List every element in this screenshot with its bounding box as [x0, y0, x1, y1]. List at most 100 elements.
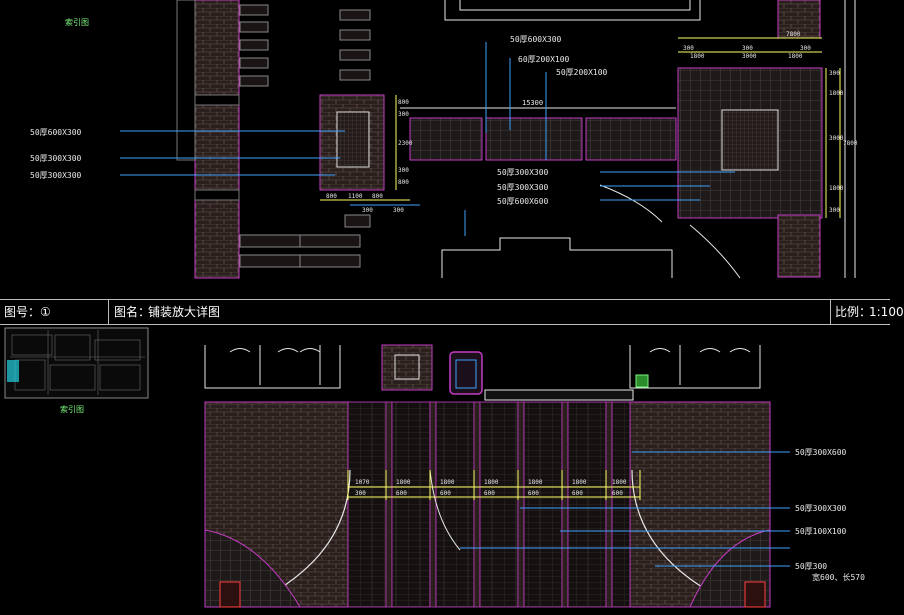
dim-bot-800-a: 800 [326, 193, 337, 200]
index-map-detail [10, 330, 145, 395]
dim-r1-0: 1070 [355, 479, 370, 486]
step-bars [239, 4, 371, 268]
door-arcs-right [649, 348, 751, 353]
dim-top-300-b: 300 [742, 45, 753, 52]
callout-mid-3: 50厚600X600 [497, 197, 549, 206]
dim-top-300-a: 300 [683, 45, 694, 52]
dim-leftv-800-a: 800 [398, 99, 409, 106]
callout-left-2: 50厚300X300 [30, 154, 82, 163]
right-plaza-column [777, 214, 821, 278]
top-leaders [120, 42, 735, 236]
dim-ticks-bottom [347, 470, 641, 500]
dim-r2-0: 300 [355, 490, 366, 497]
walkway-c [585, 117, 677, 161]
walkway-b [485, 117, 583, 161]
title-bar-divider-1 [108, 300, 109, 324]
title-bar-divider-2 [830, 300, 831, 324]
bottom-building-outline [441, 237, 673, 278]
magenta-unit-inner [455, 359, 477, 389]
door-arcs-left [229, 348, 321, 353]
walkway-a [409, 117, 483, 161]
dim-r2-4: 600 [528, 490, 539, 497]
dim-r1-2: 1800 [440, 479, 455, 486]
dim-bot-300-a: 300 [362, 207, 373, 214]
dim-leftv-300-a: 300 [398, 111, 409, 118]
left-paving-column [194, 0, 240, 279]
dim-r2-5: 600 [572, 490, 583, 497]
left-paving-joint-a [194, 94, 240, 106]
callout-b-2: 50厚300X300 [795, 504, 847, 513]
dim-r1-5: 1800 [572, 479, 587, 486]
dim-leftv-2300: 2300 [398, 140, 413, 147]
dim-texts-row2: 300 600 600 600 600 600 600 [355, 490, 623, 497]
dim-bot-300-b: 300 [393, 207, 404, 214]
index-map-frame [4, 327, 149, 399]
dim-top-1800-a: 1800 [690, 53, 705, 60]
callout-left-3: 50厚300X300 [30, 171, 82, 180]
callout-mid-2: 50厚300X300 [497, 183, 549, 192]
curve-road [599, 184, 741, 279]
dim-right-7800: 7800 [843, 140, 858, 147]
dim-texts-right: 300 1800 3000 7800 1800 300 [829, 70, 858, 214]
left-paving-edge [176, 0, 196, 161]
dim-r1-4: 1800 [528, 479, 543, 486]
dim-bot-800-b: 800 [372, 193, 383, 200]
left-plaza-inner [336, 111, 370, 168]
dim-r2-1: 600 [396, 490, 407, 497]
drawing-name-label: 图名： [114, 305, 151, 319]
center-curve-line [429, 469, 461, 551]
callout-mid-1: 50厚300X300 [497, 168, 549, 177]
bottom-leaders [460, 451, 790, 567]
dim-right-1800-a: 1800 [829, 90, 844, 97]
index-label-top: 索引图 [65, 17, 89, 27]
dim-r2-6: 600 [612, 490, 623, 497]
title-bar: 图号： ① 图名： 铺装放大详图 比例： 1:100 [0, 299, 904, 325]
index-map-highlight [7, 360, 19, 382]
span-label: 15300 [522, 99, 543, 107]
dim-texts-top: 7800 300 300 300 1800 3000 1800 [683, 31, 811, 60]
dim-top-3000: 3000 [742, 53, 757, 60]
building-walls-right [629, 345, 761, 389]
drawing-name: 铺装放大详图 [148, 305, 221, 319]
green-marker [635, 374, 649, 388]
dim-r2-3: 600 [484, 490, 495, 497]
dim-top-300-c: 300 [800, 45, 811, 52]
dim-texts-row1: 1070 1800 1800 1800 1800 1800 1800 [355, 479, 627, 486]
dim-right-3000: 3000 [829, 135, 844, 142]
dim-right-300-a: 300 [829, 70, 840, 77]
dim-r1-1: 1800 [396, 479, 411, 486]
callout-b-5: 50厚300 [795, 562, 827, 571]
dim-top-7800: 7800 [786, 31, 801, 38]
callout-top-1: 50厚600X300 [510, 35, 562, 44]
magenta-unit [449, 351, 483, 395]
left-paving-joint-b [194, 189, 240, 201]
callout-b-1: 50厚300X600 [795, 448, 847, 457]
dim-texts-bottom: 800 1100 800 300 300 [326, 193, 404, 214]
dim-top-1800-b: 1800 [788, 53, 803, 60]
dim-r2-2: 600 [440, 490, 451, 497]
dim-r1-3: 1800 [484, 479, 499, 486]
bottom-plan: 索引图 [4, 327, 865, 608]
dim-right-1800-b: 1800 [829, 185, 844, 192]
scale-value: 1:100 [869, 305, 904, 319]
drawing-no: ① [40, 305, 51, 319]
callout-top-2: 60厚200X100 [518, 55, 570, 64]
callout-b-3: 50厚100X100 [795, 527, 847, 536]
callout-top-3: 50厚200X100 [556, 68, 608, 77]
dim-texts-left-v: 800 300 2300 300 800 [398, 99, 413, 186]
top-plan: 50厚600X300 50厚300X300 50厚300X300 50厚600X… [30, 0, 858, 279]
dim-leftv-800-b: 800 [398, 179, 409, 186]
dim-bot-1100: 1100 [348, 193, 363, 200]
top-building-outline [444, 0, 701, 21]
dim-leftv-300-b: 300 [398, 167, 409, 174]
feature-square-inner [394, 354, 420, 380]
drawing-no-label: 图号： [4, 305, 41, 319]
index-label-bottom: 索引图 [60, 404, 84, 414]
corner-block-left [219, 581, 241, 608]
corner-block-right [744, 581, 766, 608]
scale-label: 比例： [835, 305, 872, 319]
callout-left-1: 50厚600X300 [30, 128, 82, 137]
dim-r1-6: 1800 [612, 479, 627, 486]
entrance-bar [484, 389, 634, 401]
